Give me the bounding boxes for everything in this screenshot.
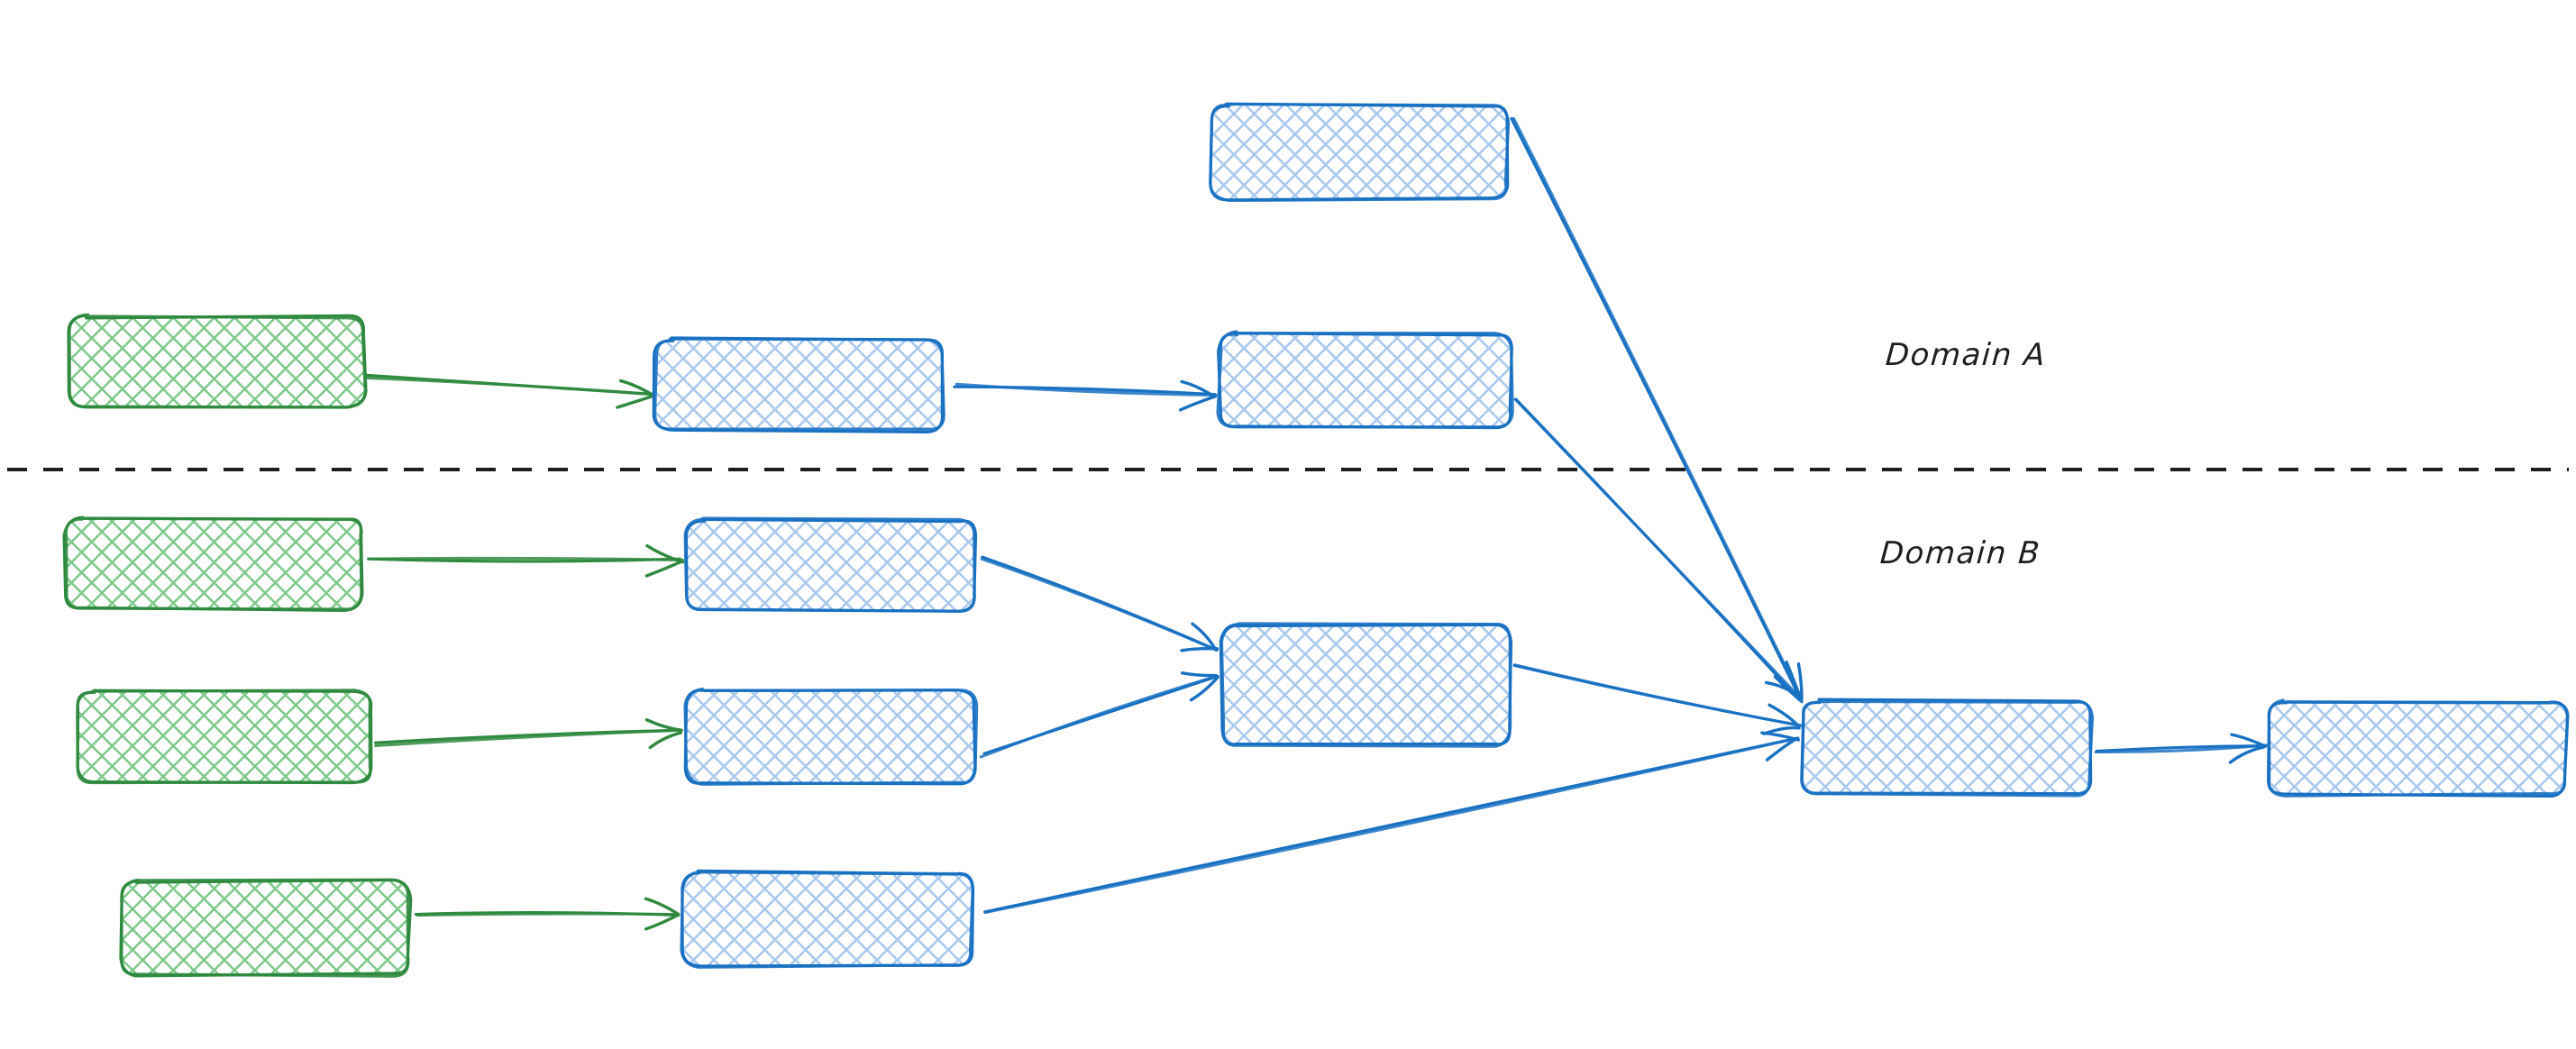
edge-g4-to-b5 bbox=[414, 897, 681, 931]
edge-b7-to-b8 bbox=[2094, 733, 2268, 764]
node-g4[interactable] bbox=[119, 878, 413, 978]
nodes-layer bbox=[62, 102, 2570, 978]
node-b1[interactable] bbox=[652, 336, 945, 433]
edge-g2-to-b3 bbox=[366, 543, 685, 578]
node-g3[interactable] bbox=[76, 689, 373, 785]
edge-b0-to-b7 bbox=[1510, 116, 1804, 704]
node-g2[interactable] bbox=[62, 515, 364, 612]
edge-g3-to-b4 bbox=[374, 717, 683, 750]
node-b3[interactable] bbox=[683, 516, 978, 613]
node-b2[interactable] bbox=[1216, 330, 1514, 430]
label-domain-a: Domain A bbox=[1884, 337, 2048, 373]
edges-layer bbox=[361, 116, 2268, 931]
node-b7[interactable] bbox=[1800, 698, 2095, 798]
node-b0[interactable] bbox=[1209, 102, 1511, 203]
edge-b5-to-b7 bbox=[983, 731, 1800, 915]
edge-b1-to-b2 bbox=[953, 379, 1218, 412]
edge-b2-to-b7 bbox=[1513, 397, 1802, 699]
node-b6[interactable] bbox=[1219, 622, 1513, 748]
edge-g1-to-b1 bbox=[361, 373, 654, 409]
node-b4[interactable] bbox=[683, 688, 979, 786]
edge-b4-to-b6 bbox=[979, 671, 1219, 759]
node-g1[interactable] bbox=[67, 313, 368, 409]
node-b5[interactable] bbox=[680, 869, 975, 969]
edge-b3-to-b6 bbox=[980, 555, 1219, 652]
node-b8[interactable] bbox=[2266, 698, 2570, 798]
edge-b6-to-b7 bbox=[1512, 663, 1803, 735]
label-domain-b: Domain B bbox=[1878, 535, 2042, 571]
